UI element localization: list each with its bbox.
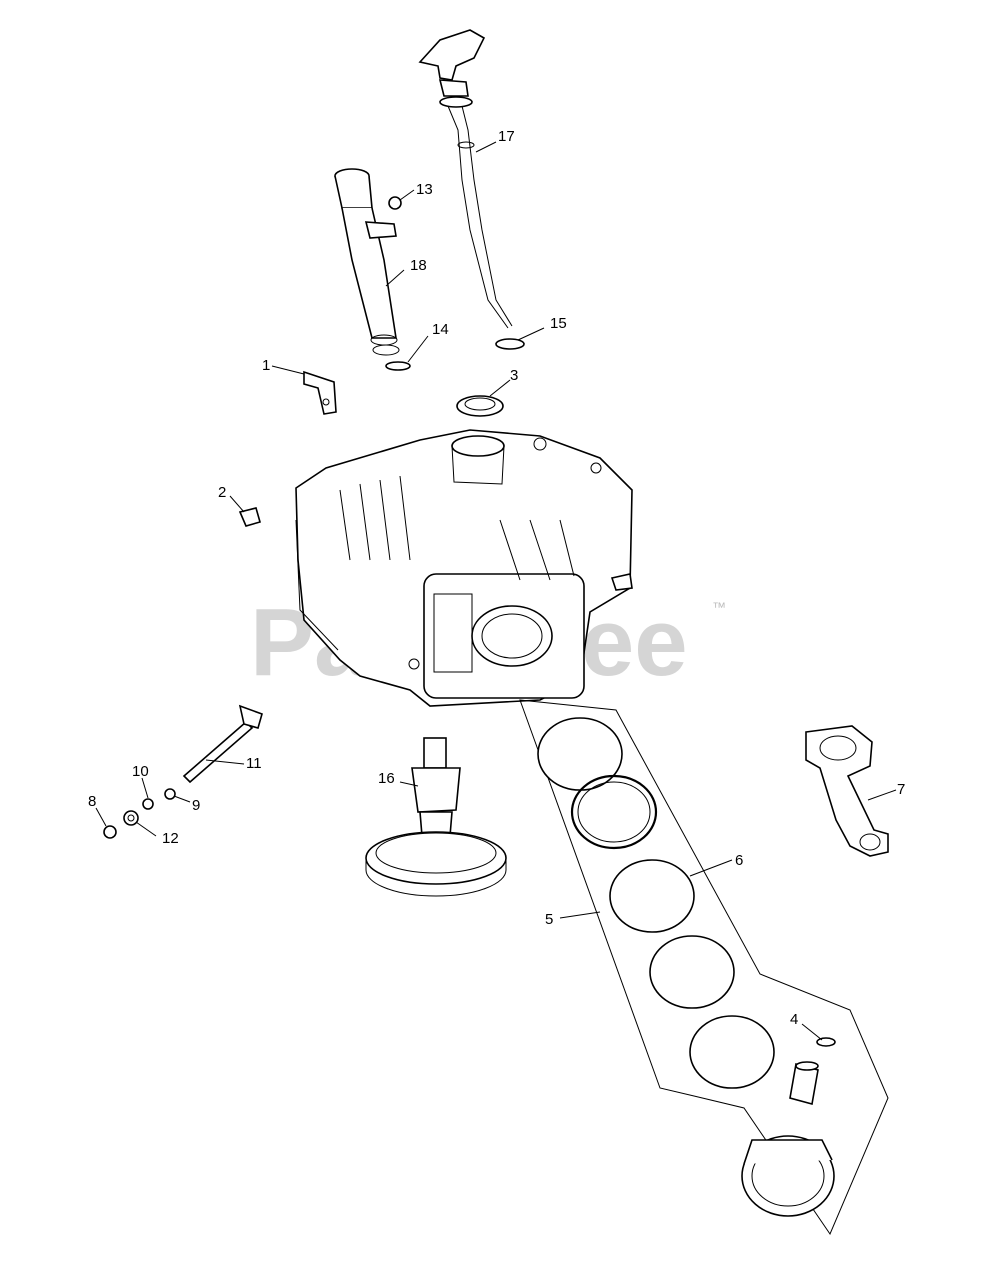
part-rod-11[interactable] xyxy=(182,704,263,784)
callout-9: 9 xyxy=(192,797,200,814)
part-wrist-pin[interactable] xyxy=(789,1061,819,1106)
part-piston[interactable] xyxy=(741,1135,835,1217)
callout-7: 7 xyxy=(897,781,905,798)
callout-11: 11 xyxy=(246,755,262,772)
part-washer-12[interactable] xyxy=(123,810,139,826)
part-piston-ring-6[interactable] xyxy=(577,781,651,843)
callout-1: 1 xyxy=(262,357,270,374)
callout-8: 8 xyxy=(88,793,96,810)
part-nut-8[interactable] xyxy=(103,825,117,839)
part-camshaft-16[interactable] xyxy=(365,737,507,897)
callout-2: 2 xyxy=(218,484,226,501)
callout-3: 3 xyxy=(510,367,518,384)
callout-18: 18 xyxy=(410,257,427,274)
callout-5: 5 xyxy=(545,911,553,928)
part-connecting-rod-7[interactable] xyxy=(805,725,889,857)
callout-15: 15 xyxy=(550,315,567,332)
watermark-trademark: ™ xyxy=(712,599,726,615)
part-clip-4[interactable] xyxy=(816,1037,836,1047)
callout-17: 17 xyxy=(498,128,515,145)
part-screw-13[interactable] xyxy=(388,196,402,210)
part-o-ring-14[interactable] xyxy=(385,361,411,371)
part-oil-seal-3[interactable] xyxy=(456,395,504,417)
part-plug-2[interactable] xyxy=(238,507,261,527)
part-oil-fill-tube[interactable] xyxy=(334,168,400,356)
part-washer-15[interactable] xyxy=(495,338,525,350)
part-piston-rings-5[interactable] xyxy=(519,699,889,1236)
part-dipstick[interactable] xyxy=(418,29,513,329)
callout-10: 10 xyxy=(132,763,149,780)
callout-13: 13 xyxy=(416,181,433,198)
part-crankcase xyxy=(295,429,633,707)
callout-6: 6 xyxy=(735,852,743,869)
callout-12: 12 xyxy=(162,830,179,847)
callout-4: 4 xyxy=(790,1011,798,1028)
part-bracket-1[interactable] xyxy=(303,370,337,415)
callout-16: 16 xyxy=(378,770,395,787)
leader-lines xyxy=(95,141,897,1041)
callout-14: 14 xyxy=(432,321,449,338)
part-nut-10[interactable] xyxy=(142,798,154,810)
part-washer-9[interactable] xyxy=(164,788,176,800)
